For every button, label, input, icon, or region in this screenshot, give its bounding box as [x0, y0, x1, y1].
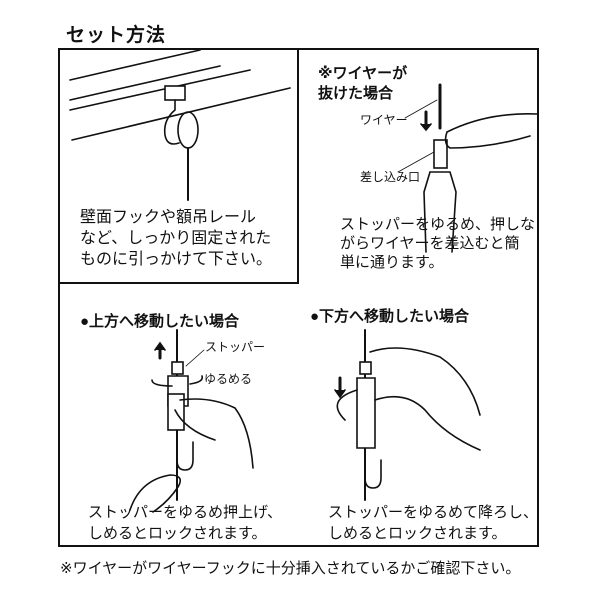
move-up-instruction: ストッパーをゆるめ押上げ、 しめるとロックされます。: [88, 504, 282, 542]
move-down-instruction: ストッパーをゆるめて降ろし、 しめるとロックされます。: [328, 504, 539, 542]
wire-out-instruction: ストッパーをゆるめ、押しな がらワイヤーを差込むと簡 単に通ります。: [340, 216, 536, 271]
page-title: セット方法: [66, 25, 167, 46]
move-up-illustration: [129, 329, 254, 513]
wall-hook-instruction: 壁面フックや額吊レール など、しっかり固定された ものに引っかけて下さい。: [80, 209, 273, 268]
wire-insert-illustration: [397, 83, 538, 253]
loosen-label: ゆるめる: [204, 372, 253, 386]
panel-wall-hook: [58, 48, 299, 284]
inlet-label: 差し込み口: [360, 170, 421, 184]
rail-illustration: [69, 49, 291, 201]
move-down-heading: ●下方へ移動したい場合: [310, 308, 470, 325]
stopper-label: ストッパー: [205, 340, 266, 354]
move-down-illustration: [334, 329, 481, 501]
wire-out-heading: ※ワイヤーが 抜けた場合: [318, 65, 408, 102]
wire-label: ワイヤー: [360, 113, 408, 127]
move-up-heading: ●上方へ移動したい場合: [80, 313, 240, 330]
footer-note: ※ワイヤーがワイヤーフックに十分挿入されているかご確認下さい。: [60, 560, 521, 577]
